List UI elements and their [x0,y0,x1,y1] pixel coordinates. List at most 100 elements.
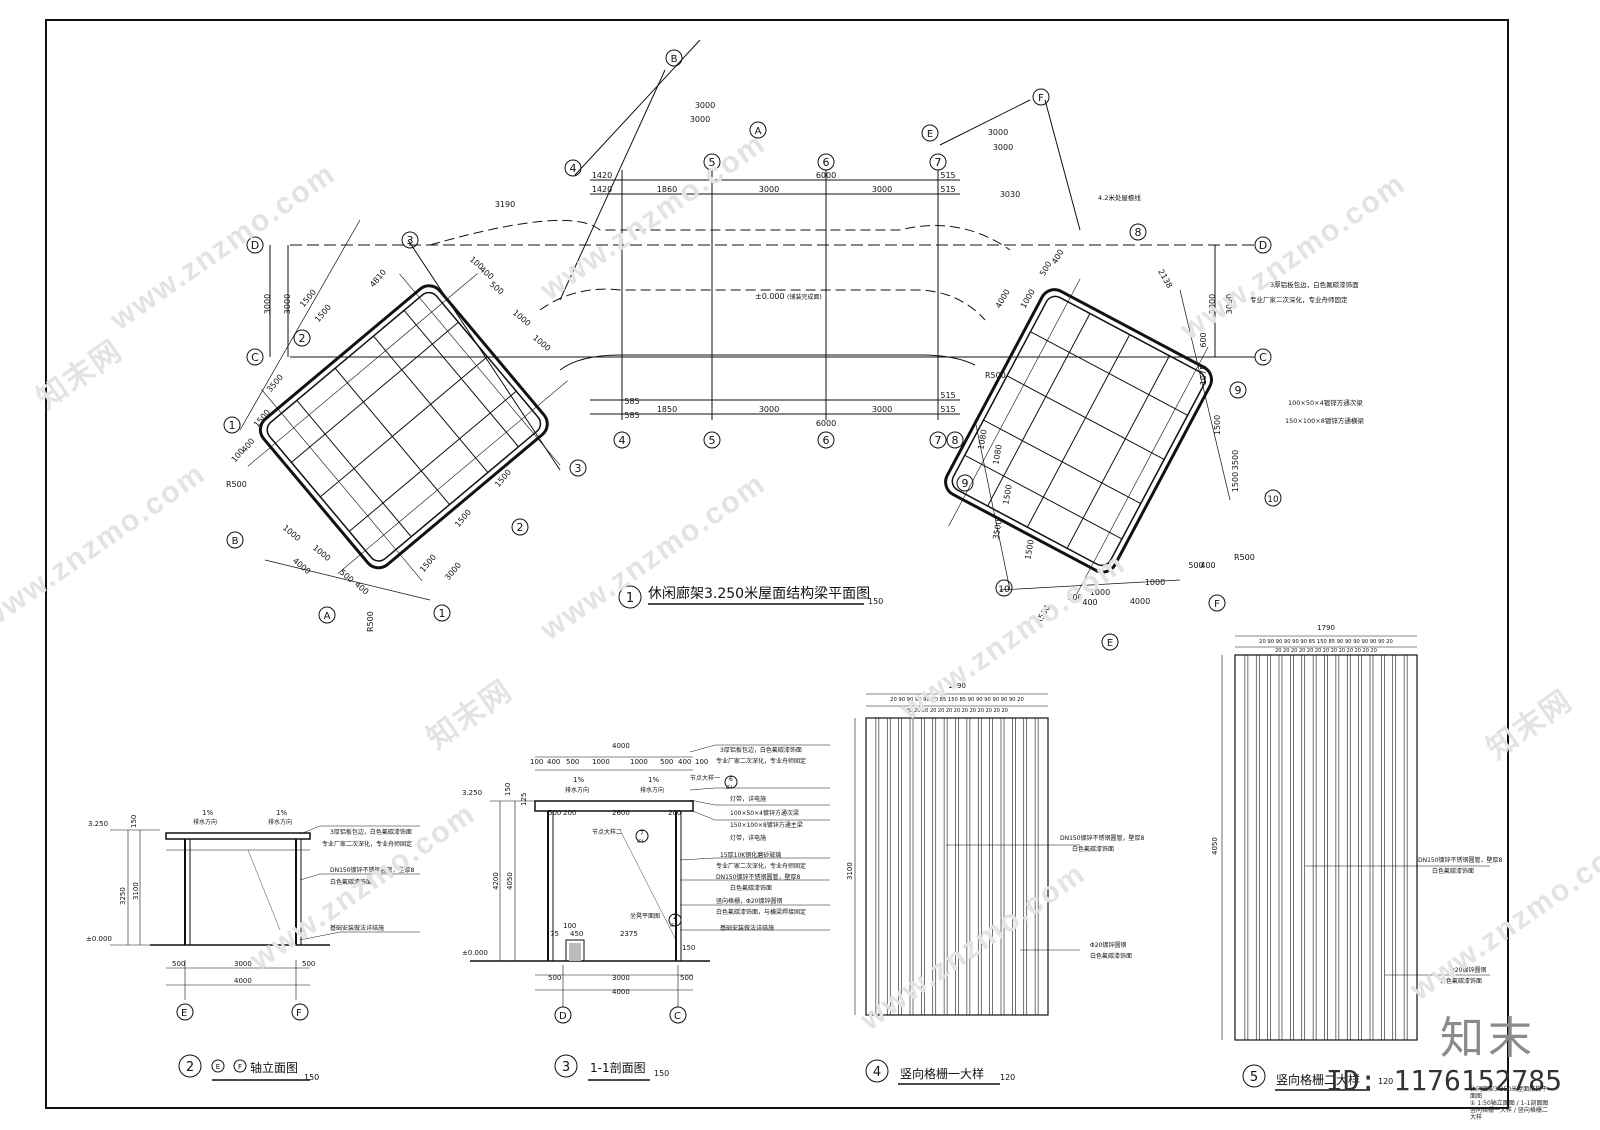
g1-note-3: Φ20镀锌圆钢 [1090,941,1126,949]
grid-label-5-top: 5 [709,156,716,169]
g2-note-4: 白色氟碳漆饰面 [1440,977,1482,985]
plan-r500-mid: R500 [985,371,1006,380]
plan-dim-1080-b: 1080 [991,444,1003,466]
sec-detail-1: 节点大样一 [690,774,720,782]
sec-dim-500-c: 500 [548,809,561,817]
sec-dim-400-a: 400 [547,758,560,766]
plan-r500-left: R500 [226,480,247,489]
elev-grid-F: F [296,1008,302,1019]
sec-scale: 150 [654,1069,669,1078]
sec-note-7: 15厚10K钢化磨砂玻璃 [720,851,781,859]
sec-dim-500-d: 500 [548,974,561,982]
plan-dim-3000-dc-a: 3000 [263,294,272,314]
plan-dim-3500-r: 3500 [1231,450,1240,470]
sec-dim-400-b: 400 [678,758,691,766]
sec-dim-100-b: 100 [695,758,708,766]
brand-logo-text: 知末 [1440,1013,1536,1064]
grille-one-view [854,693,1080,1085]
elev-slope-left: 1% [202,809,213,817]
plan-dim-2138: 2138 [1156,268,1174,290]
plan-dim-1000-r3: 1000 [1145,578,1165,587]
g1-note-4: 白色氟碳漆饰面 [1090,952,1132,960]
plan-dim-3000-ab-b: 3000 [690,115,710,124]
plan-title-number: 1 [626,591,634,606]
sec-note-8: 专业厂家二次深化，专业舟师固定 [716,862,806,870]
grid-label-C-left: C [251,351,259,364]
plan-dim-1000-c1: 1000 [511,308,532,328]
sec-dim-4000-bot: 4000 [612,988,630,996]
elev-dim-3000: 3000 [234,960,252,968]
sec-dim-3000: 3000 [612,974,630,982]
sec-slope-left: 1% [573,776,584,784]
plan-dim-4810: 4810 [368,268,388,289]
g1-seq2: 20 20 20 20 20 20 20 20 20 20 20 20 20 [906,708,1008,714]
plan-dim-3000-b3: 3000 [443,561,463,582]
plan-dim-1860: 1860 [657,185,677,194]
plan-dim-500-r3: 500 [1067,593,1082,602]
plan-r500-right: R500 [1234,553,1255,562]
grid-label-D-right: D [1259,239,1267,252]
elev-dim-500-b: 500 [302,960,315,968]
grid-label-1-bot: 1 [439,607,446,620]
grid-label-8-top: 8 [1135,226,1142,239]
elev-grid-E: E [181,1008,187,1019]
g1-total: 1790 [948,682,966,690]
sec-detail-2: 节点大样二 [592,828,622,836]
plan-dim-515-a: 515 [940,171,955,180]
plan-dim-400-b: 400 [353,580,370,597]
grid-label-A-top: A [755,126,762,137]
plan-dim-4000-r: 4000 [994,288,1012,310]
plan-dim-3000-dc-c: 3000 [1208,294,1217,314]
sec-flow-right: 排水方向 [640,786,664,794]
elev-flow-left: 排水方向 [193,818,217,826]
g2-title-number: 5 [1250,1070,1258,1085]
plan-dim-1500-r1: 1500 [1213,415,1222,435]
grid-label-F-bot: F [1214,599,1220,610]
plan-dim-3500-l: 3500 [265,373,285,394]
g1-scale: 120 [1000,1073,1015,1082]
sheet-border [45,19,1509,1109]
sec-dim-4050: 4050 [506,872,514,890]
g2-seq2: 20 20 20 20 20 20 20 20 20 20 20 20 20 [1275,648,1377,654]
elev-dim-150: 150 [130,815,138,828]
grid-label-A-bot: A [324,611,331,622]
elev-dim-4000: 4000 [234,977,252,985]
plan-dim-1000-c2: 1000 [531,333,552,353]
elev-dim-3100: 3100 [132,882,140,900]
sec-title-number: 3 [562,1060,570,1075]
title-block-line-2: ① 1:50轴立面图 / 1-1剖面图 [1470,1100,1549,1107]
grid-label-E-top: E [927,129,933,140]
sec-dim-200-a: 200 [563,809,576,817]
plan-dim-1420-a: 1420 [592,171,612,180]
plan-dim-400-r2: 400 [1200,561,1215,570]
sec-ref-3: LT4 [670,923,677,928]
plan-dim-3500-r2: 3500 [991,519,1003,541]
plan-dim-1080-a: 1080 [976,429,988,451]
sec-dim-200-b: 200 [668,809,681,817]
grid-label-7-top: 7 [935,156,942,169]
sec-dim-500-e: 500 [680,974,693,982]
plan-dim-515-b: 515 [940,185,955,194]
plan-dim-1000-b2: 1000 [311,543,332,563]
grid-label-10-right: 10 [1267,495,1279,505]
plan-dim-1500-b5: 1500 [453,508,473,529]
elev-note-4: 白色氟碳漆饰面 [330,878,372,886]
grid-label-6-top: 6 [823,156,830,169]
grid-label-4-top: 4 [570,162,577,175]
sec-note-12: 白色氟碳漆饰面，与横梁焊接固定 [716,908,806,916]
plan-dim-1500-l2: 1500 [313,303,333,324]
sec-grid-D: D [559,1011,567,1022]
elev-flow-right: 排水方向 [268,818,292,826]
section-view [470,744,830,1081]
sec-note-13: 基础安装做法详结施 [720,924,774,932]
grid-label-5-bot: 5 [709,434,716,447]
sec-title: 1-1剖面图 [590,1061,646,1075]
plan-dim-585-a: 585 [624,397,639,406]
elev-note-2: 专业厂家二次深化，专业舟师固定 [322,840,412,848]
sec-dim-1000-a: 1000 [592,758,610,766]
sec-grid-C: C [674,1011,681,1022]
elev-axis-F: F [238,1063,242,1071]
sec-note-5: 150×100×8镀锌方通主梁 [730,821,803,829]
sec-dim-150-a: 150 [504,783,512,796]
